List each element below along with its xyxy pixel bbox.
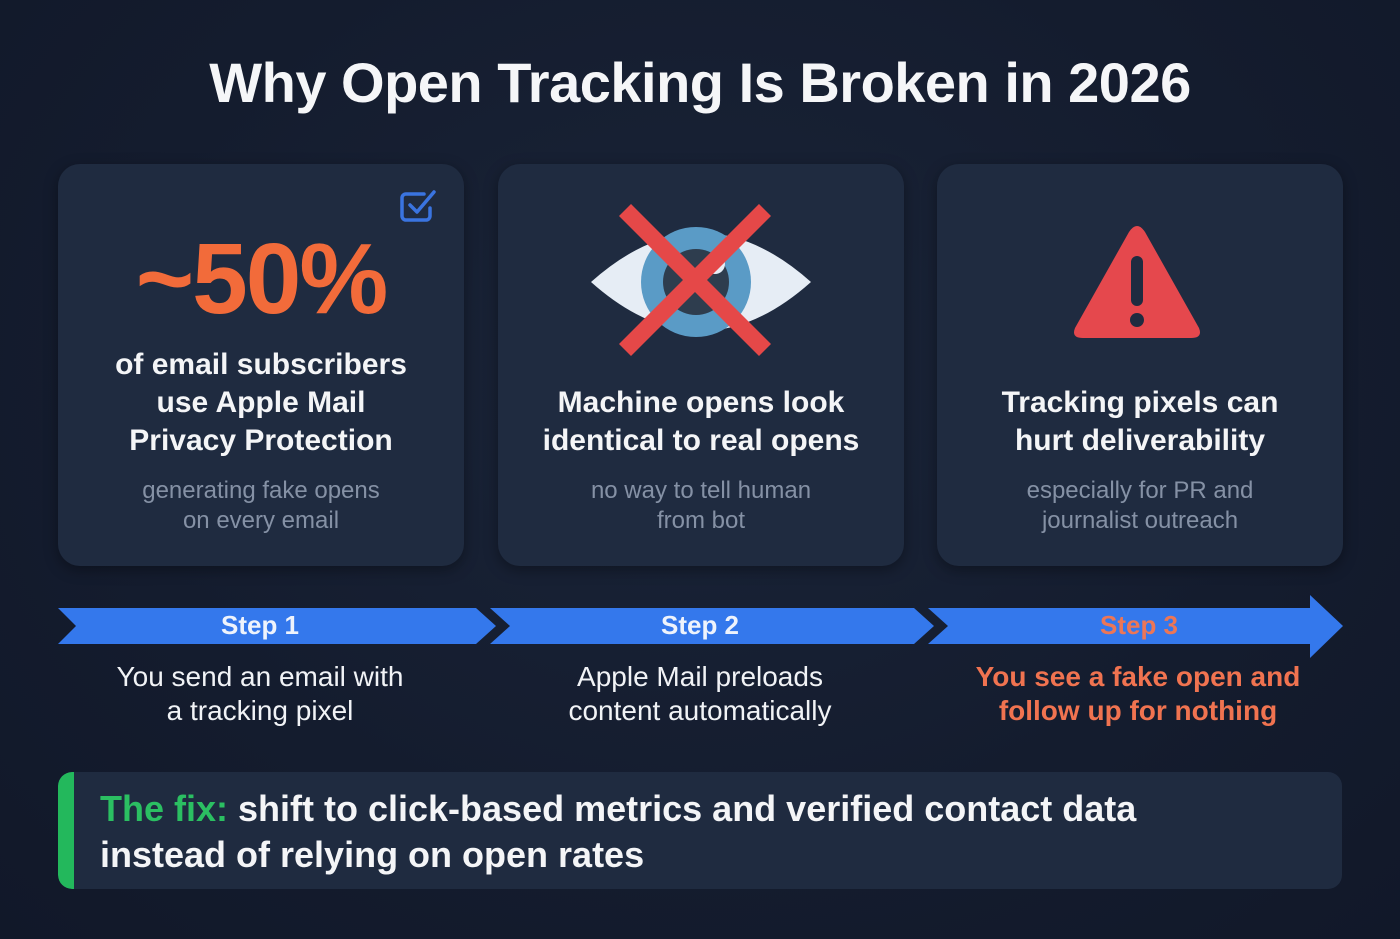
heading-line: hurt deliverability [1014,424,1266,457]
step-2-label: Step 2 [660,610,740,640]
page-title: Why Open Tracking Is Broken in 2026 [209,51,1191,114]
step-1-chevron [58,608,496,644]
description-line: You send an email with [116,661,404,692]
description-line: a tracking pixel [166,695,354,726]
machine-opens-card: Machine opens look identical to real ope… [498,164,904,566]
subtext-line: on every email [182,507,340,534]
crossed-eye-icon [591,204,811,357]
heading-line: identical to real opens [542,424,860,457]
fix-text: The fix: shift to click-based metrics an… [100,786,1300,878]
step-3-label: Step 3 [1099,610,1179,640]
stat-value: ~50% [135,223,389,335]
accent-bar [58,772,74,889]
heading-line: Privacy Protection [129,424,393,457]
subtext-line: generating fake opens [142,477,380,504]
heading-line: use Apple Mail [156,386,366,419]
heading-line: Machine opens look [557,386,845,419]
fix-line-1: shift to click-based metrics and verifie… [228,788,1137,829]
step-1-label: Step 1 [220,610,300,640]
description-line: Apple Mail preloads [577,661,823,692]
subtext-line: especially for PR and [1026,477,1254,504]
card-heading: of email subscribers use Apple Mail Priv… [58,346,464,460]
deliverability-card: Tracking pixels can hurt deliverability … [937,164,1343,566]
stat-card-apple-mail: ~50% of email subscribers use Apple Mail… [58,164,464,566]
subtext-line: from bot [656,507,746,534]
process-arrow [58,595,1343,658]
step-1-description: You send an email with a tracking pixel [40,660,480,728]
subtext-line: journalist outreach [1041,507,1239,534]
card-subtext: no way to tell human from bot [498,476,904,536]
checkbox-icon [400,190,436,222]
fix-label: The fix: [100,788,229,829]
card-subtext: generating fake opens on every email [58,476,464,536]
warning-triangle-icon [1074,226,1200,338]
card-heading: Tracking pixels can hurt deliverability [937,384,1343,460]
heading-line: Tracking pixels can [1001,386,1279,419]
card-heading: Machine opens look identical to real ope… [498,384,904,460]
step-2-chevron [490,608,934,644]
heading-line: of email subscribers [115,348,407,381]
description-line: content automatically [568,695,832,726]
step-3-description: You see a fake open and follow up for no… [918,660,1358,728]
description-line: follow up for nothing [998,695,1278,726]
card-subtext: especially for PR and journalist outreac… [937,476,1343,536]
step-2-description: Apple Mail preloads content automaticall… [480,660,920,728]
fix-line-2: instead of relying on open rates [100,834,645,875]
step-3-arrow [928,595,1343,658]
fix-callout: The fix: shift to click-based metrics an… [58,772,1342,889]
description-line: You see a fake open and [975,661,1301,692]
subtext-line: no way to tell human [590,477,812,504]
